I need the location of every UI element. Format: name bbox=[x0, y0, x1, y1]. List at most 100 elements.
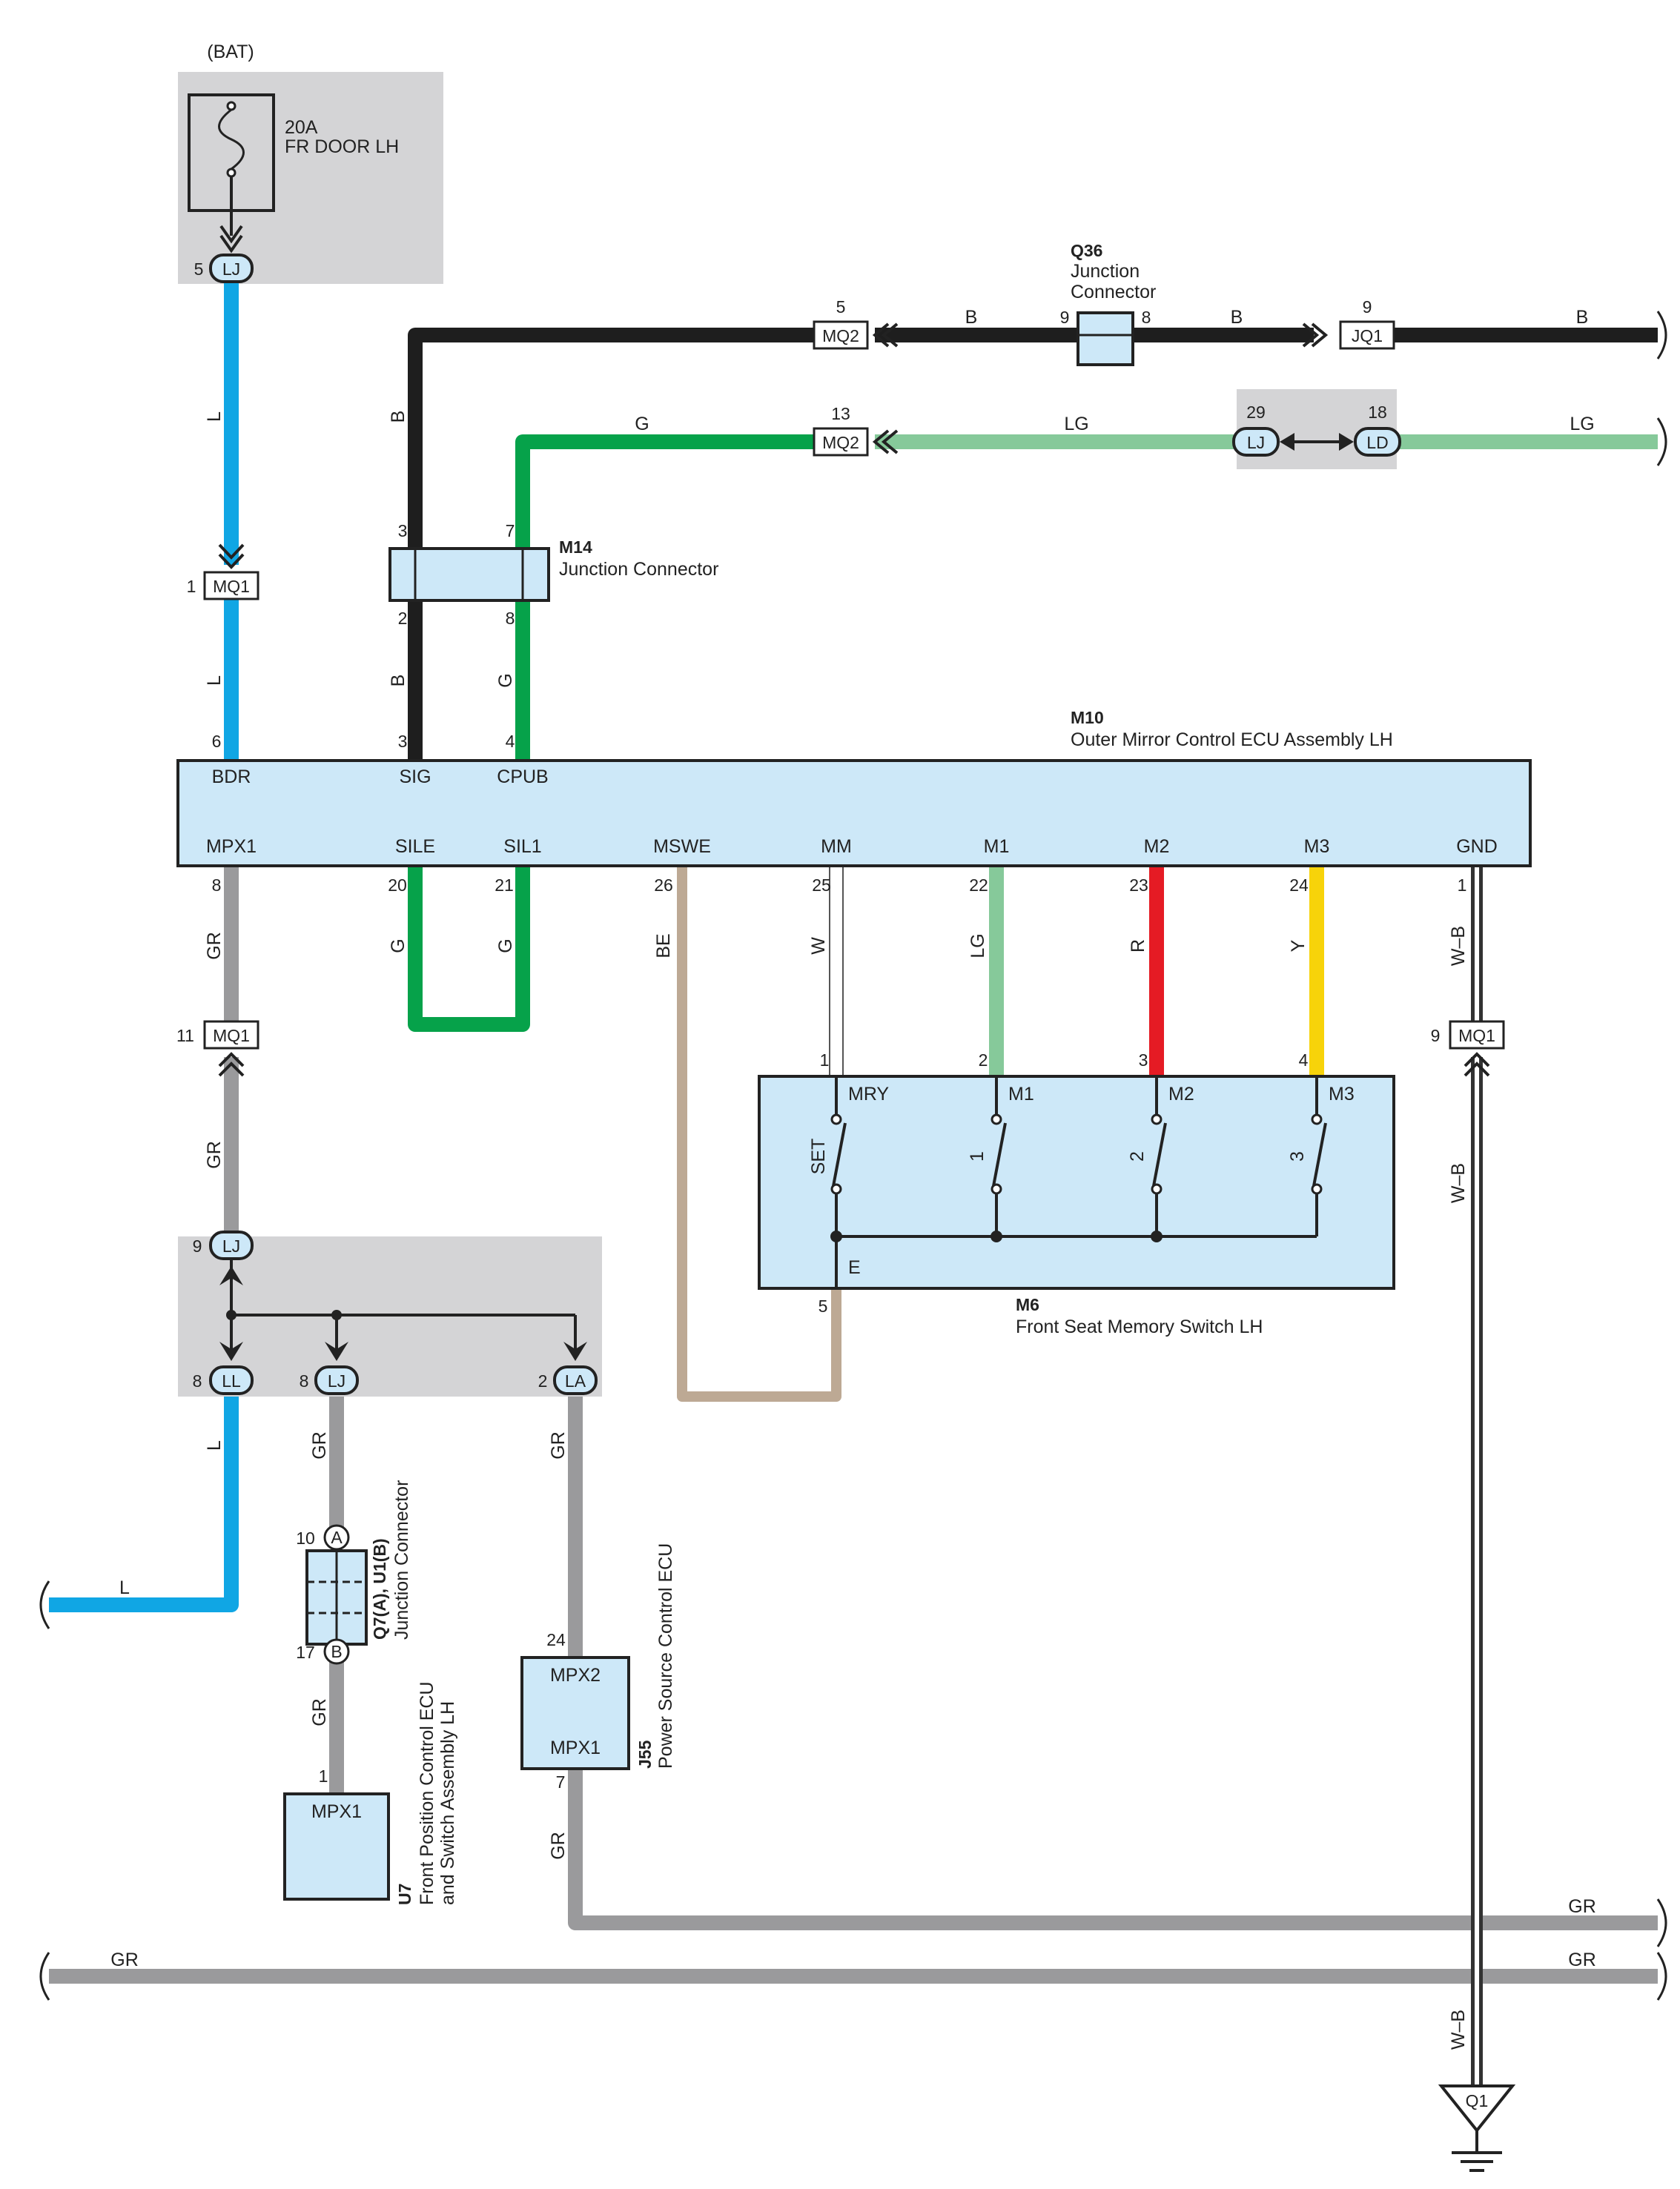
pin-m10-1: 1 bbox=[1458, 875, 1467, 895]
break-mark-b bbox=[1656, 311, 1667, 360]
pin-jq1: 9 bbox=[1363, 297, 1372, 317]
m14-code: M14 bbox=[559, 537, 592, 557]
wire-label-b-top3: B bbox=[1576, 307, 1589, 328]
wire-label-b-lower: B bbox=[388, 675, 409, 687]
q7-inner-lines bbox=[307, 1551, 366, 1644]
m6-switch-3: 3 bbox=[1287, 1151, 1308, 1162]
pin-la: 2 bbox=[538, 1371, 548, 1391]
fuse-rating: 20A bbox=[285, 117, 318, 138]
fuse-name: FR DOOR LH bbox=[285, 136, 399, 157]
j55-terminal-mpx2: MPX2 bbox=[550, 1665, 601, 1686]
j55-terminal-mpx1: MPX1 bbox=[550, 1738, 601, 1758]
m6-terminal-m2: M2 bbox=[1168, 1084, 1194, 1105]
m10-terminal-cpub: CPUB bbox=[497, 766, 548, 787]
wire-label-gr-6: GR bbox=[548, 1832, 569, 1860]
break-mark-l-left bbox=[39, 1580, 50, 1629]
q7-terminal-b bbox=[323, 1638, 350, 1665]
m14-name: Junction Connector bbox=[559, 559, 718, 580]
connector-lj-lower-code: LJ bbox=[328, 1371, 345, 1391]
pin-lj-top: 5 bbox=[194, 259, 204, 279]
pin-m14-8: 8 bbox=[506, 609, 515, 628]
wire-b-top bbox=[408, 328, 814, 549]
splice-chevron-ll bbox=[219, 1342, 243, 1361]
pin-mq1-lower: 11 bbox=[176, 1026, 194, 1045]
wire-label-b-top1: B bbox=[965, 307, 978, 328]
connector-mq1-lower bbox=[203, 1020, 259, 1050]
splice-dots bbox=[226, 1310, 342, 1320]
pin-m10-6: 6 bbox=[212, 732, 222, 751]
pin-q7-17: 17 bbox=[296, 1643, 315, 1662]
m10-terminal-mpx1: MPX1 bbox=[206, 836, 257, 857]
m6-name: Front Seat Memory Switch LH bbox=[1016, 1317, 1263, 1337]
connector-lj-lower bbox=[314, 1365, 359, 1395]
m6-terminal-m1: M1 bbox=[1008, 1084, 1034, 1105]
wire-label-wb-3: W–B bbox=[1448, 2010, 1469, 2050]
connector-mq2-lg bbox=[813, 427, 869, 457]
connector-lj-pair bbox=[1232, 427, 1280, 457]
m6-seat-memory-switch bbox=[758, 1075, 1395, 1290]
wire-g-top bbox=[515, 434, 814, 549]
pin-mq2-b: 5 bbox=[836, 297, 846, 317]
q7-terminal-b-code: B bbox=[331, 1642, 342, 1661]
wire-label-gr-1: GR bbox=[204, 932, 225, 960]
connector-jq1 bbox=[1339, 320, 1395, 350]
pin-m6-1: 1 bbox=[820, 1050, 830, 1070]
pin-m10-25: 25 bbox=[812, 875, 831, 895]
break-mark-gr-left bbox=[39, 1952, 50, 2001]
m14-junction-connector bbox=[388, 547, 550, 602]
m6-terminal-e: E bbox=[848, 1257, 861, 1278]
jq1-chevron bbox=[1302, 322, 1329, 348]
connector-mq1-right bbox=[1449, 1020, 1505, 1050]
q36-name-1: Junction bbox=[1071, 261, 1140, 282]
connector-mq2-b-code: MQ2 bbox=[822, 326, 859, 345]
ground-q1-symbol bbox=[1438, 2084, 1516, 2172]
splice-chevron-up bbox=[219, 1266, 243, 1285]
mq1-lower-chevron bbox=[218, 1052, 245, 1077]
pin-m10-3: 3 bbox=[398, 732, 408, 751]
j55-code: J55 bbox=[635, 1740, 655, 1769]
pin-mq2-lg: 13 bbox=[831, 404, 850, 423]
pin-lj-lower: 8 bbox=[300, 1371, 309, 1391]
connector-ld-pair bbox=[1354, 427, 1401, 457]
wire-label-gr-7: GR bbox=[1568, 1896, 1596, 1917]
pin-m14-2: 2 bbox=[398, 609, 408, 628]
wire-label-gr-5: GR bbox=[309, 1698, 330, 1726]
pin-lj-pair: 29 bbox=[1246, 403, 1266, 422]
m10-terminal-sil1: SIL1 bbox=[503, 836, 541, 857]
break-mark-gr2 bbox=[1656, 1952, 1667, 2001]
wire-label-g-loop-1: G bbox=[388, 938, 409, 953]
m6-switch-network bbox=[832, 1076, 1327, 1288]
connector-ld-pair-code: LD bbox=[1366, 433, 1388, 452]
wire-label-w: W bbox=[808, 937, 829, 955]
q7-u1-code: Q7(A), U1(B) bbox=[370, 1538, 389, 1640]
pin-q36-9: 9 bbox=[1060, 308, 1070, 327]
m10-terminal-m3: M3 bbox=[1304, 836, 1330, 857]
connector-lj-pair-code: LJ bbox=[1247, 433, 1265, 452]
wire-label-gr-9: GR bbox=[110, 1950, 139, 1970]
u7-name-2: and Switch Assembly LH bbox=[437, 1701, 458, 1905]
connector-ll-code: LL bbox=[222, 1371, 241, 1391]
wire-label-be: BE bbox=[653, 933, 674, 958]
m10-terminal-mm: MM bbox=[821, 836, 852, 857]
pin-m14-3: 3 bbox=[398, 521, 408, 540]
wire-label-gr-2: GR bbox=[204, 1141, 225, 1169]
pin-m14-7: 7 bbox=[506, 521, 515, 540]
pin-m10-26: 26 bbox=[654, 875, 673, 895]
m10-terminal-gnd: GND bbox=[1456, 836, 1498, 857]
m6-switch-contacts bbox=[830, 1113, 1323, 1195]
wire-label-g-lower: G bbox=[495, 673, 516, 687]
wire-l-ll-out bbox=[49, 1397, 239, 1612]
connector-la-code: LA bbox=[565, 1371, 586, 1391]
pin-m10-20: 20 bbox=[388, 875, 407, 895]
pin-q7-10: 10 bbox=[296, 1529, 315, 1548]
wire-label-r: R bbox=[1128, 939, 1148, 953]
m6-code: M6 bbox=[1016, 1295, 1039, 1314]
wire-label-y: Y bbox=[1288, 939, 1309, 952]
connector-mq1-right-code: MQ1 bbox=[1458, 1026, 1495, 1045]
q7-terminal-a-code: A bbox=[331, 1528, 343, 1547]
m6-switch-set: SET bbox=[808, 1139, 829, 1175]
u7-terminal-mpx1: MPX1 bbox=[311, 1801, 362, 1822]
q36-name-2: Connector bbox=[1071, 282, 1156, 302]
pin-mq1-upper: 1 bbox=[187, 577, 196, 596]
pin-j55-24: 24 bbox=[546, 1630, 566, 1649]
